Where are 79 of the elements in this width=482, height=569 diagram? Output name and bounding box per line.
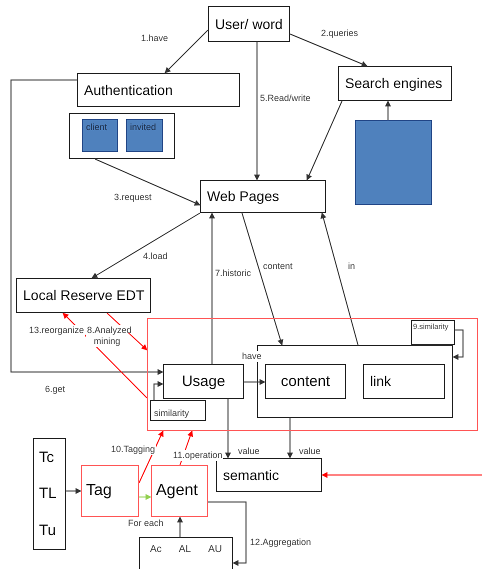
edge-label: content: [262, 261, 294, 272]
edge-label: 11.operation: [172, 450, 224, 461]
edge-label: 1.have: [140, 33, 170, 44]
node-label: TL: [39, 485, 58, 503]
edge-label: 13.reorganize: [28, 325, 86, 336]
edge-label: 12.Aggregation: [249, 537, 312, 548]
role-box: [126, 119, 163, 152]
node-label: content: [280, 372, 330, 390]
edge-label: 7.historic: [214, 268, 252, 279]
arrow: [306, 100, 342, 181]
process-box: [265, 364, 346, 399]
node-label: User/ word: [215, 16, 283, 32]
node-label: Tc: [39, 448, 55, 466]
edge-label: 5.Read/write: [259, 93, 312, 104]
arrow: [225, 398, 231, 459]
edge-label: value: [237, 446, 261, 457]
arrow: [91, 212, 200, 278]
arrow: [244, 379, 266, 385]
loop-box: [150, 400, 206, 421]
node-label: invited: [130, 122, 156, 134]
arrow: [138, 494, 152, 500]
arrow: [94, 158, 201, 206]
type-box: [139, 537, 233, 569]
edge-label: 10.Tagging: [110, 444, 156, 455]
edge-label: For each: [127, 518, 165, 529]
arrow: [242, 212, 284, 346]
edge-label: have: [241, 351, 263, 362]
node-label: Authentication: [84, 82, 173, 98]
process-box: [363, 364, 445, 399]
arrow: [254, 42, 260, 181]
arrow: [177, 516, 183, 538]
arrow: [138, 430, 164, 484]
arrow: [452, 330, 464, 360]
node-label: Tag: [86, 482, 112, 500]
node-label: Search engines: [345, 75, 442, 92]
node-label: Usage: [182, 372, 226, 390]
source-box: [355, 120, 432, 205]
role-box: [82, 119, 118, 152]
node-label: AL: [178, 544, 191, 557]
process-box: [338, 66, 452, 101]
node-label: AU: [208, 544, 222, 557]
arrow: [10, 80, 164, 375]
node-label: Ac: [150, 544, 162, 557]
arrow: [320, 212, 358, 346]
loop-box: [411, 320, 455, 345]
arrow: [290, 34, 368, 67]
node-label: Local Reserve EDT: [23, 287, 144, 304]
arrow: [208, 502, 246, 566]
process-box: [77, 73, 240, 107]
process-box: [81, 465, 139, 517]
process-box: [208, 6, 290, 42]
arrow: [321, 472, 482, 478]
node-label: link: [370, 373, 392, 390]
edge-label: 4.load: [142, 251, 169, 262]
arrow: [385, 100, 391, 120]
process-box: [151, 465, 208, 517]
edge-label: in: [347, 261, 356, 272]
process-box: [163, 364, 244, 399]
arrow: [287, 418, 293, 459]
edge-label: 2.queries: [320, 28, 360, 39]
node-label: Web Pages: [207, 188, 280, 205]
edge-label: 3.request: [113, 192, 153, 203]
arrow: [66, 488, 82, 494]
edge-label: value: [298, 446, 322, 457]
node-label: client: [86, 122, 108, 134]
arrow: [164, 30, 208, 74]
edge-label: 6.get: [44, 384, 66, 395]
arrow: [209, 212, 215, 364]
node-label: semantic: [223, 466, 280, 484]
node-label: similarity: [154, 408, 189, 418]
arrow: [154, 381, 164, 400]
type-box: [33, 438, 66, 550]
group-box: [69, 113, 175, 159]
process-box: [216, 458, 322, 492]
node-label: Tu: [39, 522, 57, 540]
process-box: [200, 180, 326, 213]
node-label: Agent: [156, 482, 198, 500]
group-frame: [147, 318, 478, 431]
storage-box: [16, 278, 151, 313]
